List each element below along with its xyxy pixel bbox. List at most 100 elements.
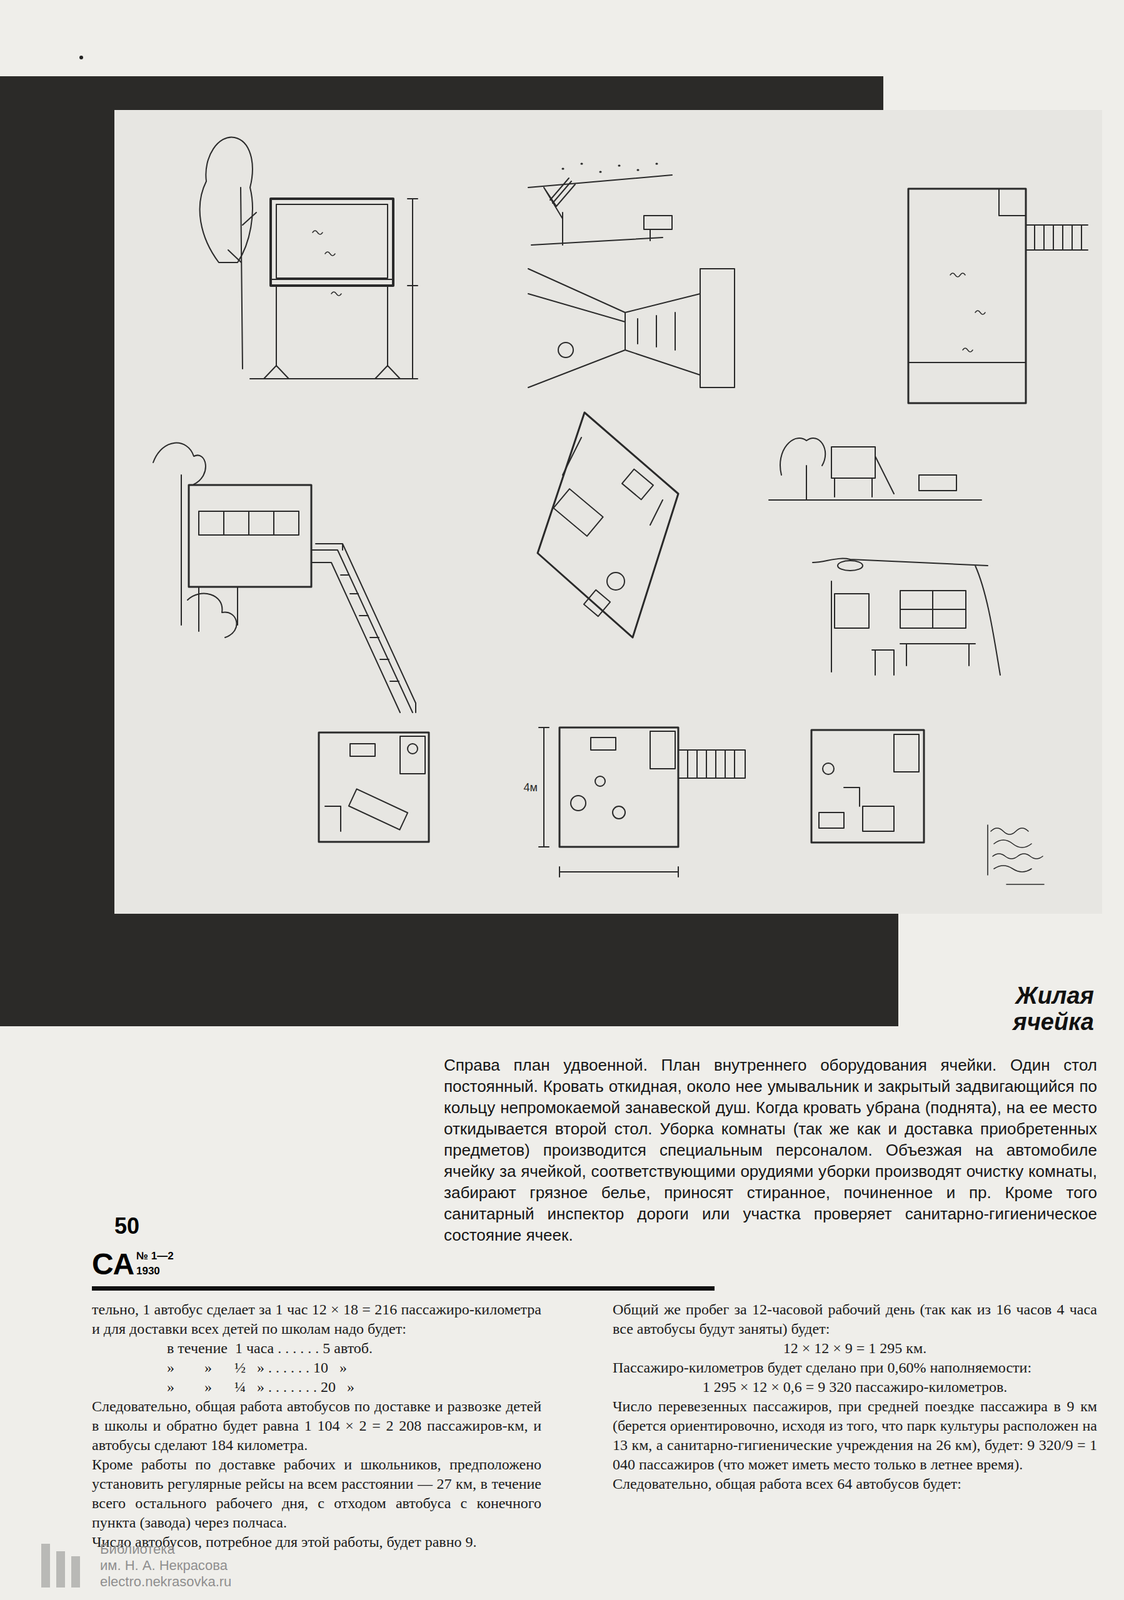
sketch-stroke [570,795,586,811]
sketch-stroke [590,737,616,751]
formula: 1 295 × 12 × 0,6 = 9 320 пассажиро-килом… [612,1377,1098,1398]
sketch-stroke [263,365,401,379]
body-text: Кроме работы по доставке рабочих и школь… [91,1455,542,1533]
sketch-stroke [900,590,966,629]
sketch-stroke [811,730,924,843]
sketch-stroke [276,285,388,366]
watermark: electro.nekrasovka.ru [100,1574,301,1591]
sketch-stroke [780,438,826,501]
sketch-stroke [528,175,673,219]
watermark: Библиотека [100,1541,301,1558]
sketch-stroke [562,163,658,172]
body-text: Следовательно, общая работа всех 64 авто… [612,1474,1098,1495]
text-column: Общий же пробег за 12-часовой рабочий де… [612,1300,1098,1495]
sketch-stroke [872,643,976,676]
sketch-stroke [188,485,312,588]
sketch-stroke [637,312,676,351]
sketch-stroke [407,743,418,754]
sketch-stroke [553,488,603,537]
sketch-stroke [950,273,986,352]
sketch-stroke [558,342,574,358]
sketch-stroke [276,204,388,279]
body-text: Общий же пробег за 12-часовой рабочий де… [612,1300,1098,1340]
sketch-stroke [1025,225,1088,251]
sketch-stroke [200,137,253,263]
sketch-stroke [678,750,746,779]
sketch-stroke [687,750,735,779]
sketch-stroke [270,198,394,286]
sketch-stroke [71,1556,81,1588]
sketch-stroke [223,511,249,536]
sketch-stroke [56,1551,66,1588]
sketch-stroke [41,1544,51,1588]
figure-caption: Справа план удвоенной. План внутреннего … [443,1054,1098,1246]
sketch-stroke [273,511,299,536]
sketch-stroke [893,734,919,773]
rule [91,1286,715,1291]
sketch-stroke [350,743,376,757]
sketch-stroke [908,188,1026,363]
sketch-stroke [622,469,654,501]
sketch-stroke [834,593,869,629]
sketch-stroke [528,268,701,388]
sketch-stroke [908,188,1026,404]
sketch-stroke [250,378,413,380]
sketch-stroke [312,230,342,296]
sketch-stroke [768,456,982,501]
sketch-stroke [862,806,894,832]
issue-year: 1930 [136,1265,206,1278]
sketch-stroke [900,590,966,629]
sketch-stroke [538,727,549,848]
watermark: им. Н. А. Некрасова [100,1557,301,1575]
sketch-stroke [531,212,663,246]
sketch-stroke [559,867,679,878]
sketch-stroke [340,575,399,682]
page-title: Жилая ячейка [975,982,1094,1036]
sketch-stroke [153,137,1088,885]
sketch-stroke [607,572,625,591]
sketch-stroke [918,475,957,491]
sketch-stroke [700,268,735,388]
sketch-stroke [559,727,679,848]
sketch-stroke [270,278,394,281]
sketch-stroke [987,825,1044,885]
sketch-stroke [537,412,679,638]
sketch-stroke [318,732,429,843]
sketch-stroke [562,437,663,526]
sketch-stroke [650,731,676,769]
dimension: 4м [507,781,538,794]
sketch-stroke [400,736,426,774]
sketch-stroke [837,560,863,571]
body-text: тельно, 1 автобус сделает за 1 час 12 × … [91,1300,542,1340]
sketch-stroke [822,763,834,775]
sketch-stroke [187,593,237,638]
sketch-stroke [325,806,341,832]
sketch-stroke [153,443,206,626]
body-text: Пассажиро-километров будет сделано при 0… [612,1358,1098,1378]
sketch-stroke [595,776,606,787]
sketch-stroke [315,543,416,713]
sketch-stroke [79,55,84,60]
sketch-stroke [248,511,274,536]
body-text: Следовательно, общая работа автобусов по… [91,1397,542,1456]
sketch-stroke [643,215,673,230]
sketch-stroke [812,558,1001,676]
table-row: » » ¼ » . . . . . . . 20 » [166,1377,542,1398]
table-row: » » ½ » . . . . . . 10 » [166,1358,542,1378]
text-column: тельно, 1 автобус сделает за 1 час 12 × … [91,1300,542,1553]
sketch-stroke [612,806,626,819]
sketch-stroke [407,198,418,379]
formula: 12 × 12 × 9 = 1 295 км. [612,1339,1098,1359]
body-text: Число перевезенных пассажиров, при средн… [612,1397,1098,1475]
sketch-stroke [198,511,224,536]
sketch-stroke [818,812,844,829]
sketch-stroke [311,550,413,713]
sketch-stroke [228,187,257,369]
sketch-stroke [550,178,576,207]
sketch-stroke [114,110,1103,914]
table-row: в течение 1 часа . . . . . . 5 автоб. [166,1339,542,1359]
sketch-stroke [41,1544,81,1588]
journal-mark: СА [91,1249,142,1281]
sketch-stroke [831,446,876,479]
